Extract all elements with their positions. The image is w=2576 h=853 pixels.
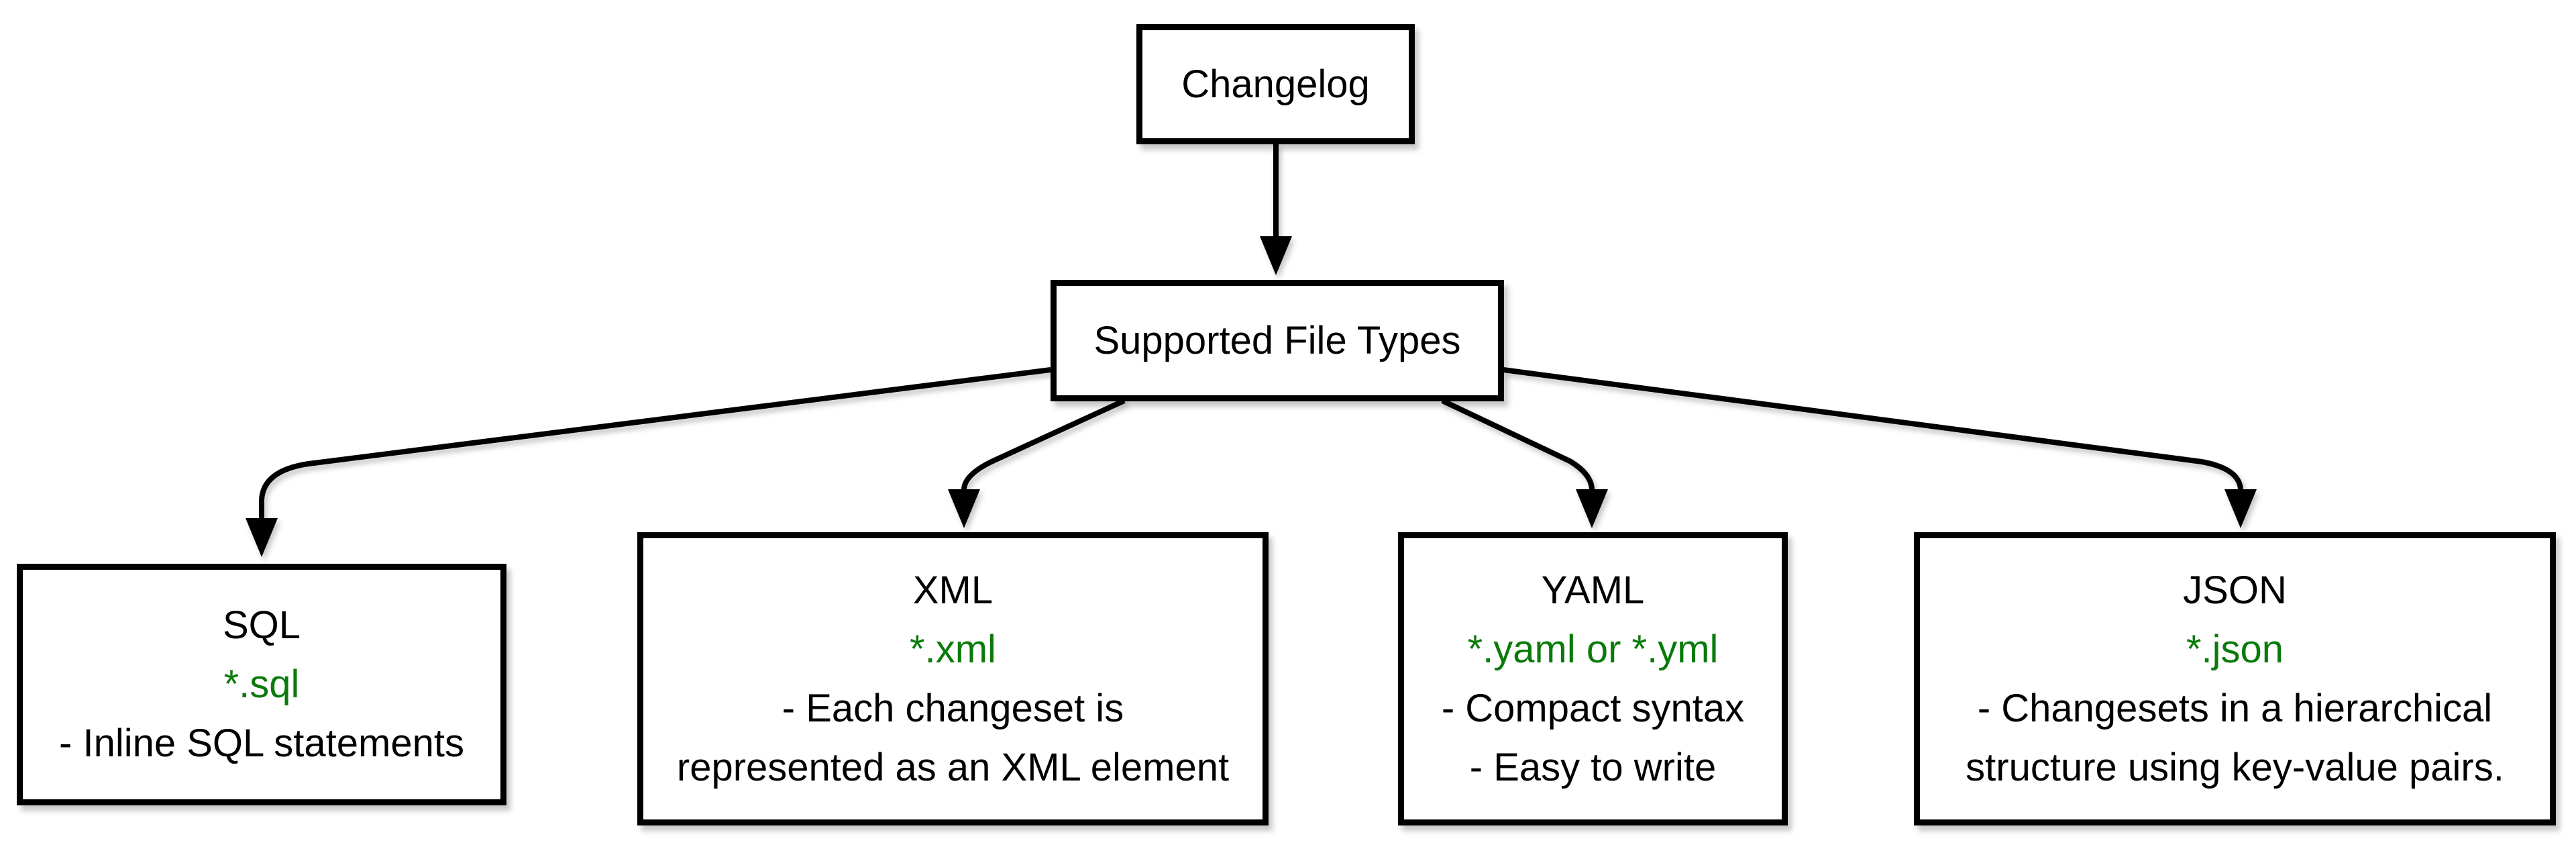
node-yaml-label: YAML [1541,568,1645,612]
node-changelog: Changelog [1136,24,1415,144]
node-yaml-file-pattern: *.yaml or *.yml [1467,627,1719,671]
node-yaml-desc-line: - Easy to write [1469,745,1717,789]
node-sql-desc-line: - Inline SQL statements [59,721,464,765]
node-json-desc-line: - Changesets in a hierarchical [1977,686,2493,730]
node-sql-file-pattern: *.sql [223,662,300,706]
arrowhead-sql [246,518,278,557]
node-xml-desc-line: represented as an XML element [676,745,1230,789]
node-xml-label: XML [912,568,994,612]
node-supported-file-types-label: Supported File Types [1093,318,1461,362]
edge-supported-file-types-to-xml [961,398,1126,490]
node-xml-file-pattern: *.xml [910,627,996,671]
node-json-label: JSON [2183,568,2287,612]
arrowhead-supported-file-types [1260,236,1292,275]
node-changelog-label: Changelog [1181,62,1370,106]
node-yaml: YAML *.yaml or *.yml - Compact syntax - … [1398,532,1788,825]
node-sql: SQL *.sql - Inline SQL statements [17,564,506,805]
node-json-desc-line: structure using key-value pairs. [1966,745,2504,789]
node-supported-file-types: Supported File Types [1051,280,1504,401]
arrowhead-xml [948,489,980,528]
node-sql-label: SQL [222,603,301,647]
node-json-file-pattern: *.json [2186,627,2284,671]
arrowhead-yaml [1576,489,1608,528]
node-xml: XML *.xml - Each changeset is represente… [637,532,1269,825]
arrowhead-json [2224,489,2257,528]
edge-supported-file-types-to-yaml [1441,398,1595,490]
node-yaml-desc-line: - Compact syntax [1441,686,1745,730]
edge-supported-file-types-to-sql [259,367,1051,518]
node-json: JSON *.json - Changesets in a hierarchic… [1914,532,2556,825]
node-xml-desc-line: - Each changeset is [782,686,1124,730]
edge-supported-file-types-to-json [1503,367,2243,490]
